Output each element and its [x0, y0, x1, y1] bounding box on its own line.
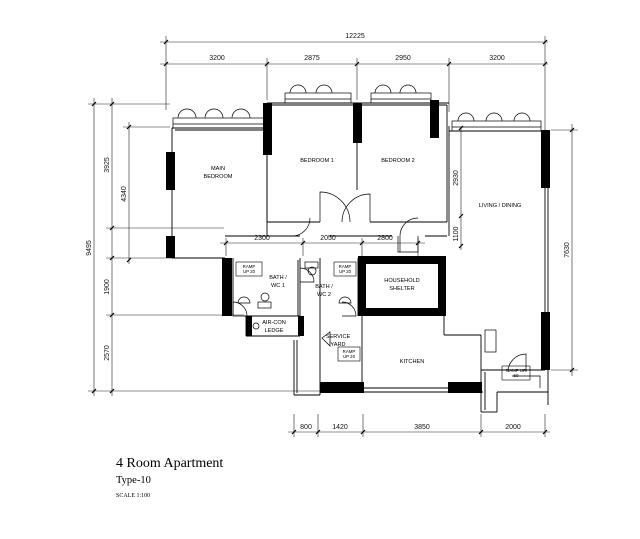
dimension-ticks	[91, 39, 575, 435]
label-ramp-b-1: RAMP	[339, 264, 352, 269]
plan-subtitle: Type-10	[116, 475, 151, 486]
dim-mid-3: 2800	[377, 235, 393, 242]
dim-bottom-3: 3850	[414, 424, 430, 431]
dim-right-2: 1100	[453, 226, 460, 241]
bathroom-fixtures	[237, 261, 352, 330]
label-service-yard-b: YARD	[330, 342, 345, 348]
dim-left-2: 4340	[121, 186, 128, 202]
walls-solid	[166, 100, 550, 393]
label-ramp-a-2: UP 20	[243, 269, 256, 274]
label-service-yard-a: SERVICE	[326, 334, 351, 340]
title-block: 4 Room Apartment Type-10 SCALE 1:100	[116, 456, 223, 501]
dim-bottom-1: 800	[300, 424, 312, 431]
dim-left-1: 3925	[104, 157, 111, 173]
label-ramp-c-1: RAMP	[343, 349, 356, 354]
dim-left-3: 1900	[104, 279, 111, 295]
label-household-shelter-b: SHELTER	[389, 286, 414, 292]
label-ramp-d-1: RAMP UP	[506, 368, 526, 373]
dim-bottom-4: 2000	[505, 424, 521, 431]
dim-top-2: 2875	[304, 55, 320, 62]
label-main-bedroom-1: MAIN	[211, 166, 225, 172]
label-bath-1-b: WC 1	[271, 283, 285, 289]
label-bath-2-a: BATH /	[315, 284, 333, 290]
label-bath-2-b: WC 2	[317, 292, 331, 298]
label-bedroom-2: BEDROOM 2	[381, 158, 415, 164]
dim-top-4: 3200	[489, 55, 505, 62]
aircon-ledge-marks	[246, 316, 304, 336]
dim-top-1: 3200	[209, 55, 225, 62]
ramp-boxes	[235, 261, 531, 381]
dim-mid-1: 2300	[254, 235, 270, 242]
dimension-lines	[88, 36, 578, 437]
label-ramp-d-2: 50	[514, 373, 519, 378]
label-ramp-c-2: UP 20	[343, 354, 356, 359]
label-bedroom-1: BEDROOM 1	[300, 158, 334, 164]
label-bath-1-a: BATH /	[269, 275, 287, 281]
label-household-shelter-a: HOUSEHOLD	[384, 278, 419, 284]
dim-right-outer: 7630	[564, 242, 571, 258]
label-living-dining: LIVING / DINING	[479, 203, 522, 209]
label-main-bedroom-2: BEDROOM	[204, 174, 233, 180]
doors	[232, 191, 541, 388]
plan-title: 4 Room Apartment	[116, 456, 224, 471]
dim-mid-2: 2050	[320, 235, 336, 242]
windows	[172, 84, 542, 353]
dim-left-4: 2570	[104, 345, 111, 361]
label-ramp-b-2: UP 20	[339, 269, 352, 274]
label-aircon-ledge-a: AIR-CON	[262, 320, 286, 326]
dim-bottom-2: 1420	[332, 424, 348, 431]
label-aircon-ledge-b: LEDGE	[265, 328, 284, 334]
label-kitchen: KITCHEN	[400, 359, 425, 365]
plan-scale: SCALE 1:100	[116, 493, 151, 499]
dim-right-1: 2930	[453, 170, 460, 186]
dim-top-3: 2950	[395, 55, 411, 62]
label-ramp-a-1: RAMP	[243, 264, 256, 269]
dim-left-outer: 9495	[86, 240, 93, 256]
dim-overall-width: 12225	[345, 33, 365, 40]
